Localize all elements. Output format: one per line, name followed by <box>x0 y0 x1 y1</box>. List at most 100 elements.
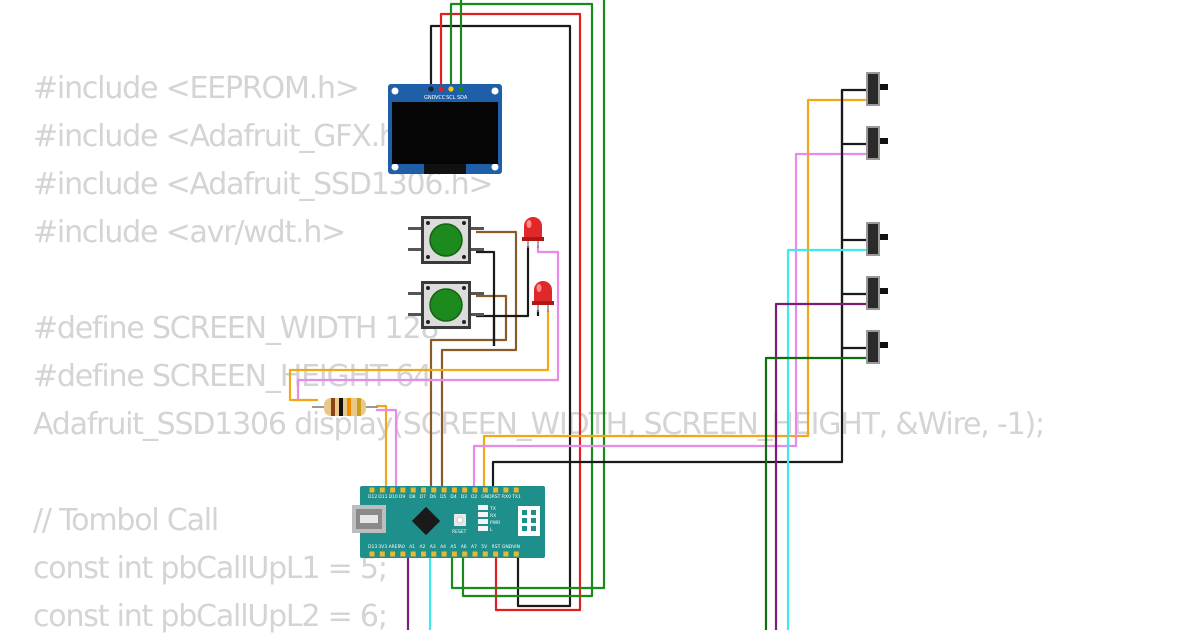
top-pin-tx1[interactable] <box>513 487 519 493</box>
usb-connector <box>352 505 386 533</box>
bottom-pin-a2[interactable] <box>421 551 426 557</box>
led-label-pwr: PWR <box>490 520 500 526</box>
top-pin-d11[interactable] <box>379 487 385 493</box>
wire-button2-brown[interactable] <box>429 294 508 488</box>
bottom-pin-label: AREF <box>389 544 401 550</box>
slide-switch-3[interactable] <box>866 222 888 256</box>
resistor[interactable] <box>312 398 378 416</box>
wire-switch4-purple[interactable] <box>774 302 866 630</box>
wire-pin-d3-orange[interactable] <box>482 98 866 488</box>
code-line: #include <Adafruit_GFX.h> <box>33 119 422 154</box>
top-pin-d5[interactable] <box>441 487 447 493</box>
top-pin-d10[interactable] <box>390 487 396 493</box>
bottom-pin-a6[interactable] <box>462 551 468 557</box>
code-editor-text: #include <EEPROM.h> #include <Adafruit_GF… <box>33 65 1045 641</box>
slide-switch-5[interactable] <box>866 330 888 364</box>
top-pin-label: D7 <box>420 494 426 500</box>
led-label-tx: TX <box>489 506 496 512</box>
bottom-pin-label: A5 <box>450 544 456 550</box>
top-pin-label: D4 <box>450 494 456 500</box>
wire-switch5-dkgreen[interactable] <box>764 356 866 630</box>
wire-button1-gnd[interactable] <box>476 250 496 346</box>
top-pin-gnd[interactable] <box>482 487 488 493</box>
bottom-pin-a0[interactable] <box>400 551 406 557</box>
bottom-pin-a5[interactable] <box>451 551 457 557</box>
bottom-pin-3v3[interactable] <box>379 551 385 557</box>
bottom-pin-label: RST <box>492 544 501 550</box>
bottom-pin-label: A6 <box>461 544 467 550</box>
oled-display[interactable]: GND VCC SCL SDA <box>388 84 502 174</box>
top-pin-label: D9 <box>399 494 405 500</box>
bottom-pin-row[interactable] <box>369 551 519 557</box>
top-pin-rx0[interactable] <box>503 487 509 493</box>
reset-label: RESET <box>452 529 467 535</box>
bottom-pin-label: A0 <box>399 544 405 550</box>
bottom-pin-label: A7 <box>471 544 477 550</box>
icsp-header <box>518 506 540 536</box>
bottom-pin-rst[interactable] <box>493 551 499 557</box>
wire-led1-pink[interactable] <box>296 246 560 400</box>
microcontroller-chip <box>411 506 441 536</box>
code-line: #include <Adafruit_SSD1306.h> <box>33 167 494 202</box>
bottom-pin-d13[interactable] <box>369 551 375 557</box>
bottom-pin-vin[interactable] <box>513 551 519 557</box>
bottom-pin-a1[interactable] <box>410 551 416 557</box>
top-pin-label: D12 <box>368 494 377 500</box>
bottom-pin-label: A3 <box>430 544 436 550</box>
top-pin-d2[interactable] <box>472 487 478 493</box>
bottom-pin-label: A2 <box>420 544 426 550</box>
wire-oled-vcc[interactable] <box>439 12 582 612</box>
bottom-pin-label: VIN <box>512 544 520 550</box>
top-pin-d3[interactable] <box>462 487 468 493</box>
bottom-pin-a4[interactable] <box>441 551 447 557</box>
wire-resistor-orange[interactable] <box>376 404 388 488</box>
push-button-2[interactable] <box>408 281 484 329</box>
bottom-pin-5v[interactable] <box>482 551 488 557</box>
wire-resistor-pink[interactable] <box>376 408 398 488</box>
code-line: #include <EEPROM.h> <box>33 71 360 106</box>
top-pin-rst[interactable] <box>493 487 499 493</box>
oled-pin-gnd: GND <box>424 95 436 101</box>
code-line: // Tombol Call <box>33 503 219 538</box>
wire-button1-brown[interactable] <box>440 230 518 488</box>
bottom-pin-a3[interactable] <box>431 551 437 557</box>
red-led-1[interactable] <box>522 217 544 248</box>
red-led-2[interactable] <box>532 281 554 312</box>
wire-button2-gnd[interactable] <box>476 314 496 346</box>
bottom-pin-aref[interactable] <box>390 551 396 557</box>
top-pin-label: D6 <box>430 494 436 500</box>
slide-switch-2[interactable] <box>866 126 888 160</box>
wire-led2-orange[interactable] <box>288 310 550 402</box>
top-pin-d8[interactable] <box>410 487 416 493</box>
top-pin-d12[interactable] <box>369 487 375 493</box>
slide-switch-1[interactable] <box>866 72 888 106</box>
wire-pin-d2-black[interactable] <box>491 88 866 488</box>
slide-switch-4[interactable] <box>866 276 888 310</box>
top-pin-label: D3 <box>461 494 467 500</box>
top-pin-d4[interactable] <box>451 487 457 493</box>
bottom-pin-gnd[interactable] <box>503 551 509 557</box>
top-pin-label: D5 <box>440 494 446 500</box>
bottom-pin-label: 5V <box>481 544 488 550</box>
wire-switch3-cyan[interactable] <box>786 248 866 630</box>
code-line: #define SCREEN_HEIGHT 64 <box>33 359 432 394</box>
bottom-pin-a7[interactable] <box>472 551 478 557</box>
top-pin-d7[interactable] <box>421 487 426 493</box>
bottom-pin-label: 3V3 <box>378 544 387 550</box>
wire-led1-gnd[interactable] <box>494 246 530 318</box>
code-line: const int pbCallUpL2 = 6; <box>33 599 388 634</box>
top-pin-d6[interactable] <box>431 487 437 493</box>
top-pin-label: D8 <box>409 494 415 500</box>
top-pin-label: D2 <box>471 494 477 500</box>
wire-pin-d4-pink[interactable] <box>472 152 866 488</box>
wire-sda-top[interactable] <box>450 0 606 590</box>
top-pin-label: GND <box>481 494 492 500</box>
top-pin-row[interactable] <box>369 487 519 493</box>
push-button-1[interactable] <box>408 216 484 264</box>
bottom-pin-label: D13 <box>368 544 377 550</box>
top-pin-d9[interactable] <box>400 487 406 493</box>
